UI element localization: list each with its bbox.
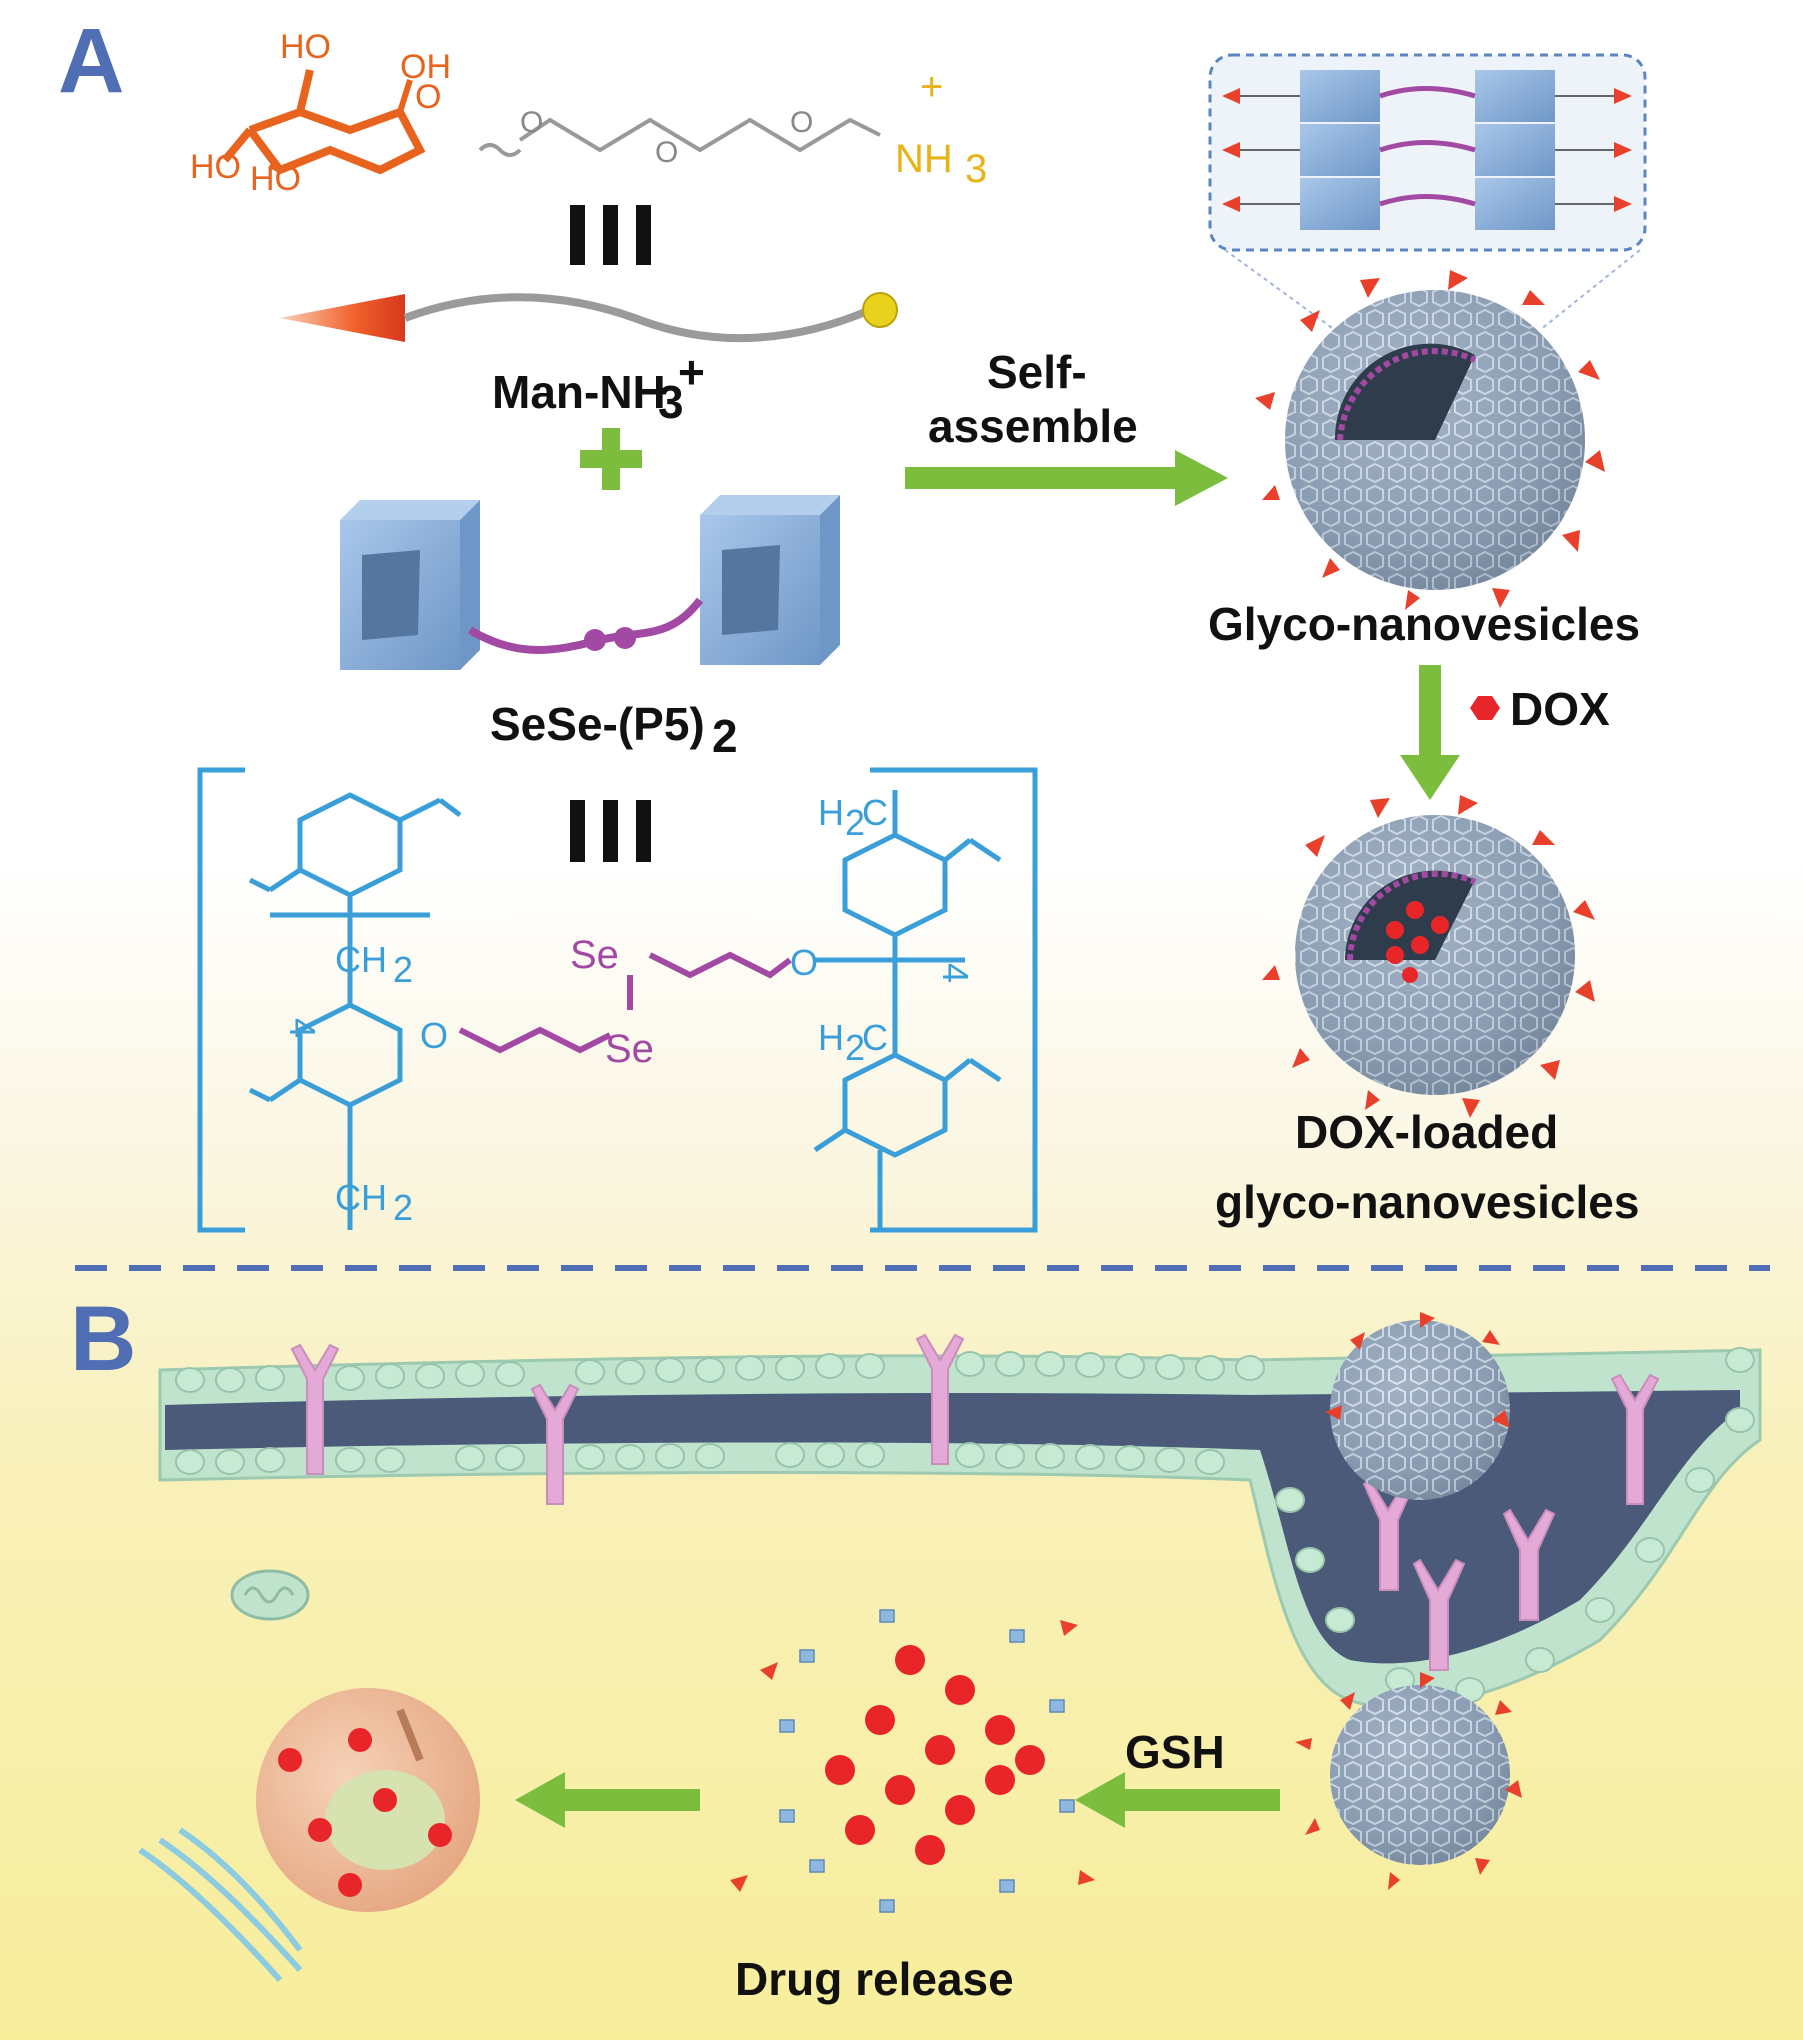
internalized-nanovesicle xyxy=(1295,1672,1522,1890)
peg-o-3: O xyxy=(790,106,813,139)
panel-label-a: A xyxy=(58,10,124,112)
ether-o-left: O xyxy=(420,1015,448,1056)
ammonium-sub: 3 xyxy=(965,147,987,191)
glyco-nanovesicle xyxy=(1255,270,1605,610)
h2c-sub-2: 2 xyxy=(845,1027,865,1068)
glyco-nanovesicles-label: Glyco-nanovesicles xyxy=(1208,598,1640,650)
self-assemble-line2: assemble xyxy=(928,400,1138,452)
dox-label: DOX xyxy=(1510,683,1610,735)
mannose-ring-o: O xyxy=(415,78,441,116)
mitochondrion-icon xyxy=(230,1569,310,1621)
pillararene-structure xyxy=(197,767,1038,1233)
repeat-4-right: 4 xyxy=(935,963,976,983)
repeat-4-left: 4 xyxy=(282,1018,323,1038)
equivalence-mark-top xyxy=(570,205,651,265)
dox-hexagon-icon xyxy=(1470,696,1500,720)
gsh-arrowhead xyxy=(1075,1772,1125,1828)
plus-icon xyxy=(580,428,642,490)
se-top-label: Se xyxy=(570,933,619,977)
nucleus xyxy=(256,1688,480,1912)
peg-o-1: O xyxy=(520,106,543,139)
h2c-label-2: H xyxy=(818,1017,844,1058)
peg-o-2: O xyxy=(655,136,678,169)
man-nh3-sup: + xyxy=(678,346,705,398)
ch2-label-1: CH xyxy=(335,939,387,980)
sese-p5-label: SeSe-(P5) xyxy=(490,698,705,750)
ether-o-right: O xyxy=(790,942,818,983)
drug-release-cloud xyxy=(730,1609,1095,1913)
se-bottom-label: Se xyxy=(605,1027,654,1071)
man-nh3-cartoon xyxy=(280,292,898,343)
dox-loaded-nanovesicle xyxy=(1262,795,1595,1118)
panel-label-b: B xyxy=(70,1288,136,1390)
mannose-ho-top: HO xyxy=(280,28,331,66)
mannose-ho-left2: HO xyxy=(250,160,301,198)
ch2-label-2: CH xyxy=(335,1177,387,1218)
mannose-ho-left1: HO xyxy=(190,148,241,186)
mannose-structure: HO OH O HO HO xyxy=(190,28,451,198)
nucleus-arrowhead xyxy=(515,1772,565,1828)
h2c-c-1: C xyxy=(862,792,888,833)
ch2-sub-2: 2 xyxy=(393,1187,413,1228)
diselenide-linker xyxy=(458,951,792,1054)
dox-loaded-label-line2: glyco-nanovesicles xyxy=(1215,1176,1639,1228)
cell-membrane xyxy=(158,1312,1762,1709)
ammonium-plus: + xyxy=(920,65,943,109)
man-nh3-label: Man-NH xyxy=(492,366,666,418)
ch2-sub-1: 2 xyxy=(393,949,413,990)
h2c-c-2: C xyxy=(862,1017,888,1058)
equivalence-mark-bottom xyxy=(570,800,651,862)
gsh-label: GSH xyxy=(1125,1726,1225,1778)
bilayer-inset xyxy=(1208,53,1647,331)
mannose-oh-top: OH xyxy=(400,48,451,86)
drug-release-label: Drug release xyxy=(735,1953,1014,2005)
dox-loaded-label-line1: DOX-loaded xyxy=(1295,1106,1558,1158)
h2c-label-1: H xyxy=(818,792,844,833)
ammonium-nh: NH xyxy=(895,137,953,181)
man-nh3-sub: 3 xyxy=(658,376,684,428)
self-assemble-line1: Self- xyxy=(987,346,1087,398)
peg-linker: O O O + NH 3 xyxy=(478,65,987,191)
dox-loading-arrowhead xyxy=(1400,755,1460,800)
self-assemble-arrowhead xyxy=(1175,450,1228,506)
sese-p5-cartoon xyxy=(340,495,840,670)
golgi-icon xyxy=(138,1827,303,1982)
sese-p5-sub: 2 xyxy=(712,710,738,762)
h2c-sub-1: 2 xyxy=(845,802,865,843)
